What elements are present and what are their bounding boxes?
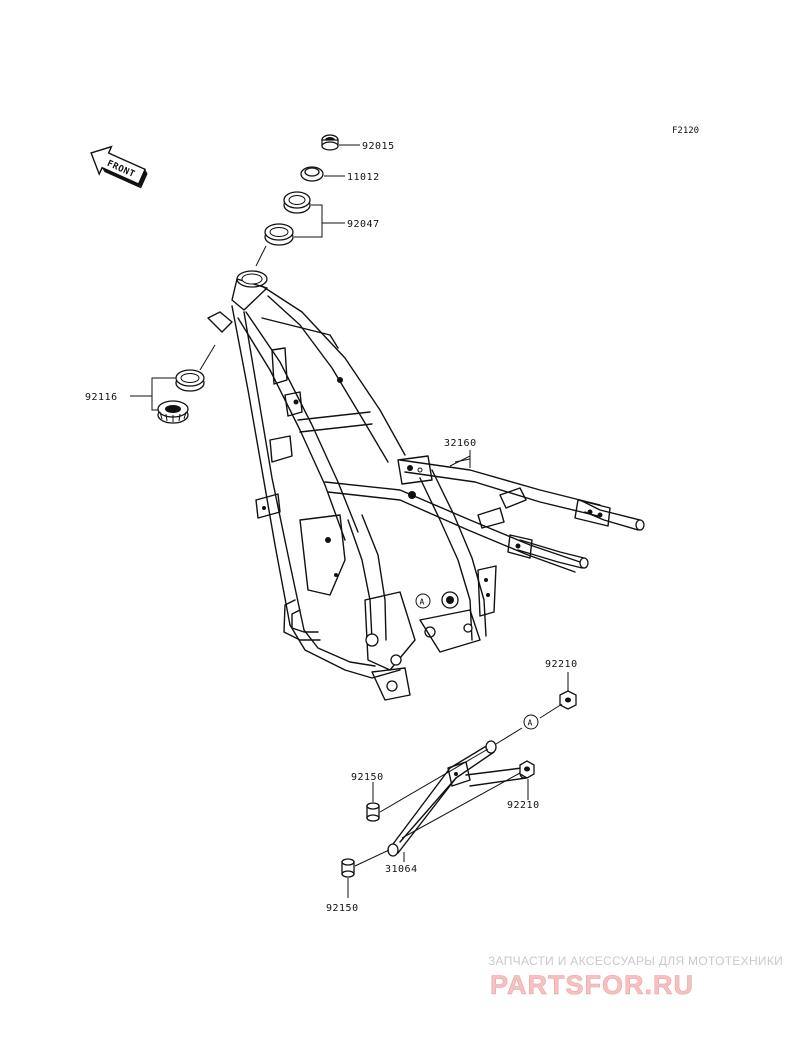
part-92210-nut-bottom	[519, 760, 535, 779]
watermark-tagline: ЗАПЧАСТИ И АКСЕССУАРЫ ДЛЯ МОТОТЕХНИКИ	[488, 954, 783, 968]
part-92150-collar-bottom	[341, 858, 355, 878]
callout-92210-bottom: 92210	[507, 800, 540, 811]
callout-92210-top: 92210	[545, 659, 578, 670]
callout-92116: 92116	[85, 392, 118, 403]
part-31064-engine-bracket	[387, 740, 529, 857]
callout-11012: 11012	[347, 172, 380, 183]
part-92116-roller-bearing	[157, 400, 189, 424]
part-92015-nut	[321, 134, 339, 151]
svg-text:A: A	[528, 719, 533, 728]
callout-92047: 92047	[347, 219, 380, 230]
callout-92150-bottom: 92150	[326, 903, 359, 914]
callout-31064: 31064	[385, 864, 418, 875]
callout-92015: 92015	[362, 141, 395, 152]
part-92150-collar-top	[366, 802, 380, 822]
front-arrow-icon: FRONT	[90, 145, 148, 189]
part-92210-nut-top	[559, 690, 577, 710]
callout-32160: 32160	[444, 438, 477, 449]
part-11012-cap	[300, 166, 324, 182]
callout-92150-top: 92150	[351, 772, 384, 783]
part-92047-bearing-upper	[283, 191, 311, 214]
part-92116-race	[175, 369, 205, 392]
ref-mark-a-bracket: A	[523, 714, 539, 730]
diagram-code: F2120	[672, 126, 699, 136]
part-92047-bearing-lower	[264, 223, 294, 246]
ref-mark-a-frame: A	[415, 593, 431, 609]
watermark-logo: PARTSFOR.RU	[490, 970, 694, 1000]
svg-text:A: A	[420, 598, 425, 607]
part-32160-frame	[207, 270, 645, 701]
